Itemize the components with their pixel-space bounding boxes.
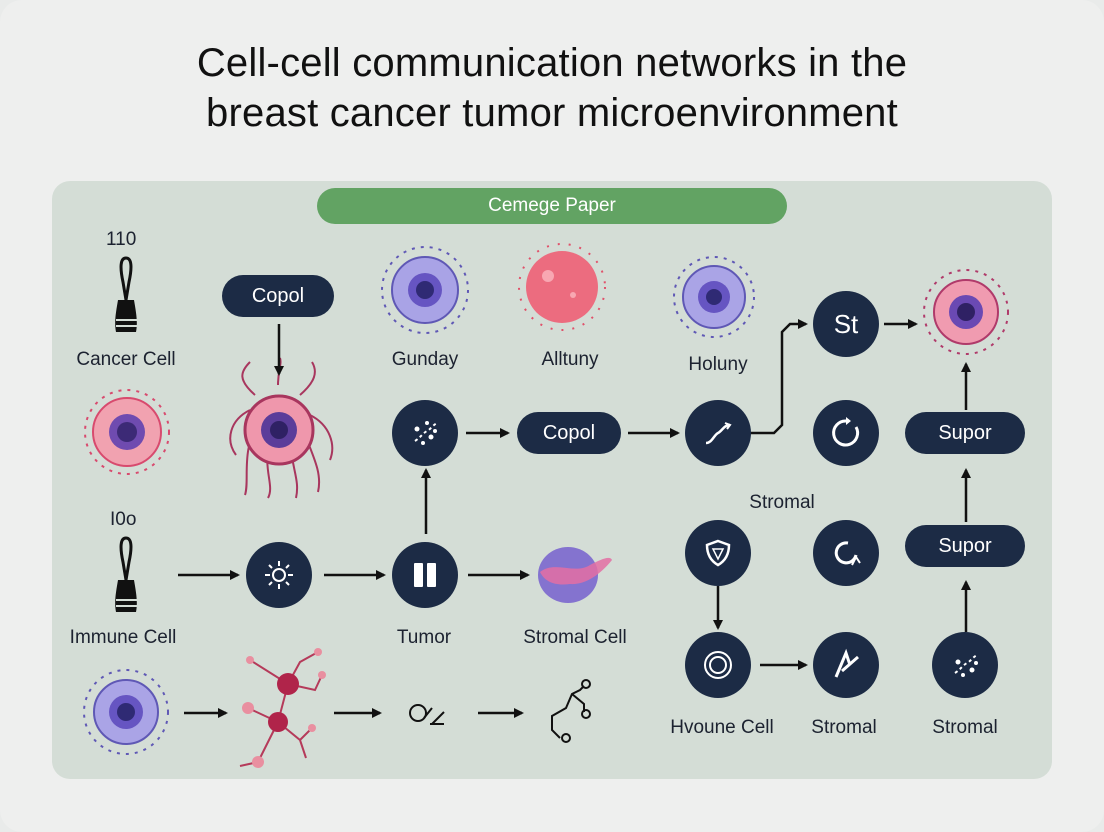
immune-cell-icon (83, 669, 169, 755)
title-line-1: Cell-cell communication networks in the (196, 41, 908, 85)
label-stromal-mid: Stromal (749, 492, 815, 513)
label-immune-cell: Immune Cell (69, 627, 177, 648)
pill-copol-top: Copol (222, 275, 334, 317)
label-hvoune-cell: Hvoune Cell (670, 717, 774, 738)
pause-node-icon (392, 542, 458, 608)
label-cancer-cell: Cancer Cell (76, 349, 176, 370)
cycle-node-icon (813, 520, 879, 586)
scatter-node-icon (392, 400, 458, 466)
chain-glyph-icon (551, 679, 591, 743)
number-label-top: 110 (106, 229, 137, 250)
label-stromal-b: Stromal (932, 717, 998, 738)
holuny-cell-icon (673, 256, 755, 338)
cancer-cell-icon (84, 389, 170, 475)
tentacle-cell-icon (229, 357, 334, 499)
stromal-cell-icon (538, 547, 612, 603)
st-node: St (813, 291, 879, 357)
target-cell-icon (923, 269, 1009, 355)
label-stromal-a: Stromal (811, 717, 877, 738)
number-label-bottom: I0o (110, 509, 137, 530)
label-stromal-cell: Stromal Cell (523, 627, 627, 648)
alltuny-cell-icon (518, 243, 606, 331)
angle-node-icon (813, 632, 879, 698)
pill-supor-top: Supor (905, 412, 1025, 454)
target-node-icon (685, 632, 751, 698)
label-holuny: Holuny (688, 354, 748, 375)
label-alltuny: Alltuny (541, 349, 599, 370)
molecule-network-icon (239, 648, 326, 768)
label-gunday: Gunday (391, 349, 459, 370)
pill-supor-bottom: Supor (905, 525, 1025, 567)
probe-icon-top (115, 256, 137, 332)
shield-node-icon (685, 520, 751, 586)
title-line-2: breast cancer tumor microenvironment (206, 91, 898, 135)
connector-arrows (178, 319, 971, 718)
wave-node-icon (685, 400, 751, 466)
sun-node-icon (246, 542, 312, 608)
dots-node-icon (932, 632, 998, 698)
st-node-label: St (833, 308, 859, 339)
bond-glyph-icon (409, 704, 445, 725)
probe-icon-bottom (115, 536, 137, 612)
refresh-node-icon (813, 400, 879, 466)
gunday-cell-icon (381, 246, 469, 334)
diagram-banner: Cemege Paper (317, 188, 787, 224)
label-tumor: Tumor (396, 627, 452, 648)
page-title: Cell-cell communication networks in the … (0, 38, 1104, 138)
pill-copol-mid: Copol (517, 412, 621, 454)
